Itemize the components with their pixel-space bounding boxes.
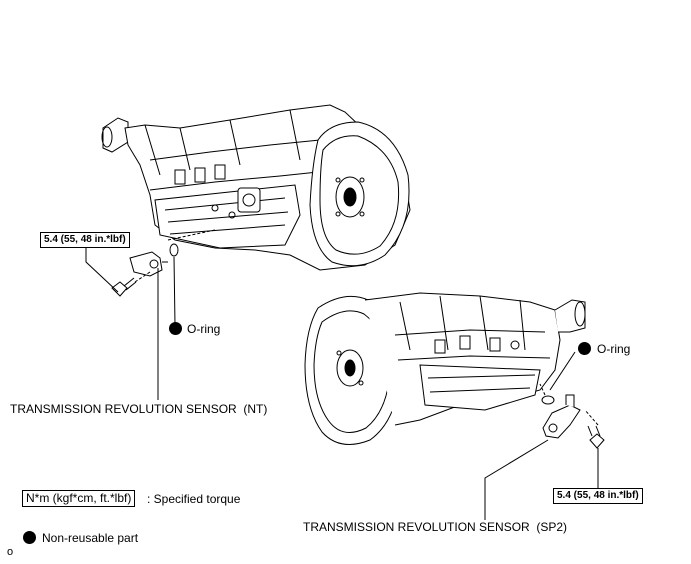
upper-sensor-code: (NT) <box>243 402 268 416</box>
lower-sensor-name: TRANSMISSION REVOLUTION SENSOR <box>303 520 530 534</box>
lower-torque-spec: 5.4 (55, 48 in.*lbf) <box>553 488 643 504</box>
legend-torque-units: N*m (kgf*cm, ft.*lbf) <box>22 490 136 507</box>
upper-oring-label: O-ring <box>187 322 221 336</box>
legend-nonreusable-desc: Non-reusable part <box>42 531 139 545</box>
lower-sensor-leader <box>484 439 549 520</box>
upper-transmission-body <box>101 104 411 271</box>
lower-transmission-body <box>304 292 586 445</box>
upper-sensor-name: TRANSMISSION REVOLUTION SENSOR <box>10 402 237 416</box>
upper-oring-leader <box>173 256 177 331</box>
upper-torque-leader <box>85 246 119 293</box>
upper-sensor-parts <box>111 229 216 297</box>
lower-sensor-label: TRANSMISSION REVOLUTION SENSOR (SP2) <box>303 520 567 534</box>
lower-sensor-parts <box>539 383 605 449</box>
upper-sensor-label: TRANSMISSION REVOLUTION SENSOR (NT) <box>10 402 267 416</box>
lower-oring-label: O-ring <box>597 342 631 356</box>
footer-mark: o <box>7 546 14 558</box>
lower-sensor-code: (SP2) <box>536 520 568 534</box>
legend-nonreusable-icon <box>23 531 36 544</box>
lower-oring-leader <box>549 351 576 391</box>
upper-oring-nonreusable-icon <box>169 322 182 335</box>
upper-torque-spec: 5.4 (55, 48 in.*lbf) <box>40 232 130 248</box>
legend-torque-desc: : Specified torque <box>147 492 241 506</box>
lower-oring-nonreusable-icon <box>578 342 591 355</box>
